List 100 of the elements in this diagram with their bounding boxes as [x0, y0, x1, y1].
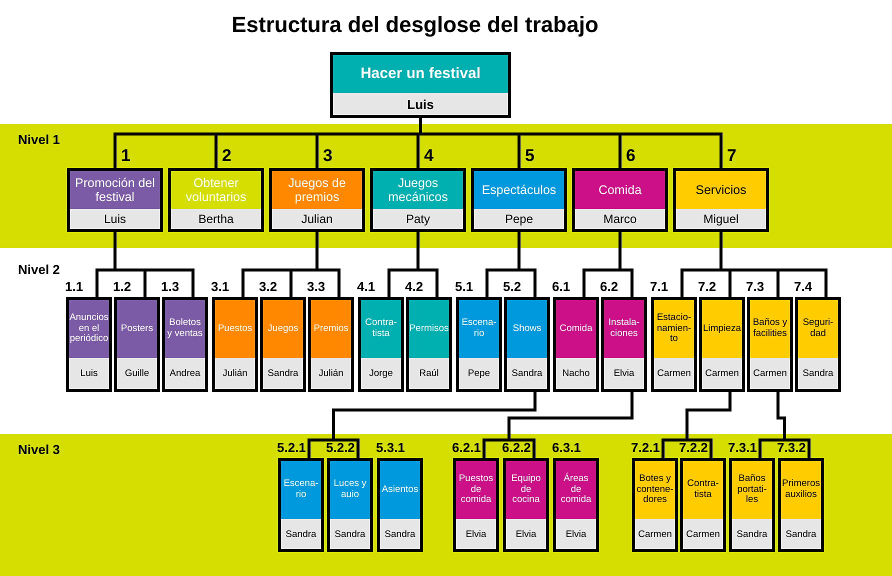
task-name: Servicios [676, 171, 766, 209]
task-name: Botes y contene- dores [635, 461, 675, 519]
task-name: Permisos [409, 300, 449, 358]
task-name: Obtener voluntarios [171, 171, 261, 209]
task-box [377, 458, 423, 552]
wbs-number: 3.2 [259, 280, 278, 293]
task-name: Premios [311, 300, 351, 358]
task-name: Instala- ciones [604, 300, 644, 358]
wbs-number: 1.3 [161, 280, 180, 293]
task-box [503, 458, 549, 552]
wbs-number: 7.4 [794, 280, 812, 293]
task-name: Juegos de premios [272, 171, 362, 209]
task-box [778, 458, 824, 552]
wbs-number: 5.3.1 [376, 441, 405, 454]
task-name: Limpieza [702, 300, 742, 358]
task-box [212, 297, 258, 392]
wbs-number: 7.2.2 [679, 441, 708, 454]
wbs-number: 3.3 [307, 280, 326, 293]
wbs-number: 4 [424, 147, 434, 164]
wbs-number: 5.1 [455, 280, 474, 293]
level-label: Nivel 2 [18, 262, 60, 277]
task-box [260, 297, 306, 392]
task-box [572, 168, 668, 232]
wbs-number: 3.1 [211, 280, 230, 293]
task-box [504, 297, 550, 392]
wbs-number: 1.1 [65, 280, 84, 293]
task-name: Estacio- namien- to [654, 300, 694, 358]
task-name: Equipo de cocina [506, 461, 546, 519]
wbs-number: 5.2 [503, 280, 522, 293]
task-box [795, 297, 841, 392]
task-name: Escena- rio [281, 461, 321, 519]
wbs-number: 5.2.1 [277, 441, 306, 454]
wbs-number: 5.2.2 [326, 441, 355, 454]
task-box [471, 168, 567, 232]
task-name: Comida [575, 171, 665, 209]
task-name: Promoción del festival [70, 171, 160, 209]
task-box [601, 297, 647, 392]
diagram-title: Estructura del desglose del trabajo [230, 12, 600, 38]
task-box [67, 168, 163, 232]
task-box [327, 458, 373, 552]
task-box [651, 297, 697, 392]
task-name: Juegos [263, 300, 303, 358]
task-name: Baños portati- les [732, 461, 772, 519]
wbs-number: 7.3.2 [777, 441, 806, 454]
wbs-number: 5 [525, 147, 534, 164]
task-name: Escena- rio [459, 300, 499, 358]
task-box [269, 168, 365, 232]
task-name: Baños y facilities [750, 300, 790, 358]
task-box [162, 297, 208, 392]
task-name: Boletos y ventas [165, 300, 205, 358]
task-box [680, 458, 726, 552]
task-name: Áreas de comida [556, 461, 596, 519]
wbs-number: 4.1 [357, 280, 376, 293]
level-label: Nivel 3 [18, 442, 60, 457]
task-box [553, 458, 599, 552]
task-box [673, 168, 769, 232]
task-name: Primeros auxilios [781, 461, 821, 519]
task-box [453, 458, 499, 552]
task-box [553, 297, 599, 392]
task-box [308, 297, 354, 392]
level-label: Nivel 1 [18, 132, 60, 147]
wbs-number: 7.3.1 [728, 441, 757, 454]
task-name: Contra- tista [683, 461, 723, 519]
task-name: Hacer un festival [333, 55, 508, 93]
task-box [370, 168, 466, 232]
task-name: Luces y auio [330, 461, 370, 519]
task-name: Espectáculos [474, 171, 564, 209]
task-box [168, 168, 264, 232]
wbs-number: 7.2.1 [631, 441, 660, 454]
task-name: Comida [556, 300, 596, 358]
task-box [747, 297, 793, 392]
wbs-number: 7.3 [746, 280, 764, 293]
task-name: Anuncios en el periódico [69, 300, 109, 358]
wbs-number: 2 [222, 147, 232, 164]
wbs-number: 6.1 [552, 280, 570, 293]
task-box [456, 297, 502, 392]
wbs-number: 7.2 [698, 280, 716, 293]
task-name: Juegos mecánicos [373, 171, 463, 209]
task-name: Asientos [380, 461, 420, 519]
task-box [729, 458, 775, 552]
wbs-number: 6.2.2 [502, 441, 531, 454]
task-box [632, 458, 678, 552]
task-box [114, 297, 160, 392]
task-name: Contra- tista [361, 300, 401, 358]
wbs-number: 6.3.1 [552, 441, 581, 454]
task-box [330, 52, 511, 118]
task-name: Puestos de comida [456, 461, 496, 519]
task-box [699, 297, 745, 392]
wbs-number: 6.2 [600, 280, 618, 293]
wbs-number: 7 [727, 147, 736, 164]
task-box [278, 458, 324, 552]
task-name: Seguri- dad [798, 300, 838, 358]
wbs-number: 1 [121, 147, 130, 164]
wbs-number: 6 [626, 147, 636, 164]
wbs-number: 1.2 [113, 280, 132, 293]
wbs-number: 4.2 [405, 280, 424, 293]
task-name: Posters [117, 300, 157, 358]
task-box [406, 297, 452, 392]
task-name: Shows [507, 300, 547, 358]
task-box [358, 297, 404, 392]
